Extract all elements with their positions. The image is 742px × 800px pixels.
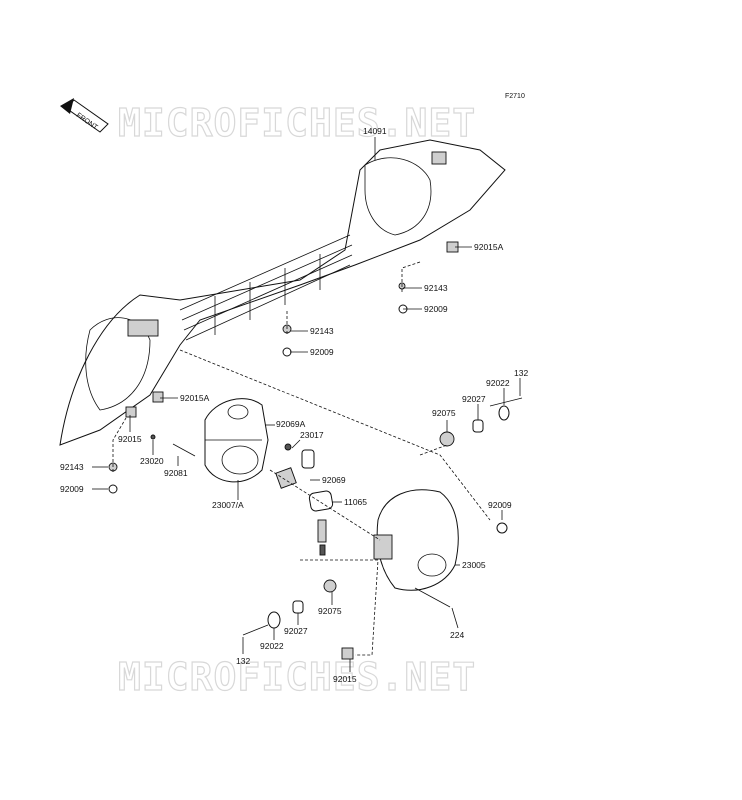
label-23020: 23020 xyxy=(140,456,164,466)
headlight-cover xyxy=(59,139,506,446)
leader-lines xyxy=(92,137,521,672)
headlight-housing-left xyxy=(204,398,269,483)
watermark-top: MICROFICHES.NET xyxy=(118,101,476,145)
connector xyxy=(317,519,327,543)
label-92009-far: 92009 xyxy=(488,500,512,510)
bulb-assembly xyxy=(275,443,334,556)
bulb-23017 xyxy=(301,449,315,469)
label-92015a-top: 92015A xyxy=(474,242,504,252)
label-92143-left: 92143 xyxy=(60,462,84,472)
label-92143-mid: 92143 xyxy=(310,326,334,336)
label-92075-bot: 92075 xyxy=(318,606,342,616)
label-23017: 23017 xyxy=(300,430,324,440)
grille-slats xyxy=(179,234,353,341)
label-92027-bot: 92027 xyxy=(284,626,308,636)
label-92143-right: 92143 xyxy=(424,283,448,293)
hardware xyxy=(108,241,523,660)
label-14091: 14091 xyxy=(363,126,387,136)
label-92069: 92069 xyxy=(322,475,346,485)
label-92009-right: 92009 xyxy=(424,304,448,314)
label-92015a-left: 92015A xyxy=(180,393,210,403)
label-92069a: 92069A xyxy=(276,419,306,429)
label-132-top: 132 xyxy=(514,368,528,378)
label-224: 224 xyxy=(450,630,464,640)
label-23005: 23005 xyxy=(462,560,486,570)
clip-top xyxy=(431,151,447,165)
label-92022-top: 92022 xyxy=(486,378,510,388)
label-92015-left: 92015 xyxy=(118,434,142,444)
label-92022-bot: 92022 xyxy=(260,641,284,651)
label-92009-left: 92009 xyxy=(60,484,84,494)
label-92009-mid: 92009 xyxy=(310,347,334,357)
label-11065: 11065 xyxy=(344,497,367,507)
front-arrow-icon: FRONT xyxy=(60,98,109,133)
clip-left xyxy=(127,319,159,337)
socket-11065 xyxy=(308,490,334,512)
headlight-housing-right xyxy=(373,489,459,591)
label-92015-bot: 92015 xyxy=(333,674,357,684)
label-92081: 92081 xyxy=(164,468,188,478)
watermark-bottom: MICROFICHES.NET xyxy=(118,655,476,699)
label-23007a: 23007/A xyxy=(212,500,244,510)
label-132-bot: 132 xyxy=(236,656,250,666)
label-92027-top: 92027 xyxy=(462,394,486,404)
part-labels: 14091 92015A 92143 92009 92143 92009 132… xyxy=(60,126,528,684)
label-92075-top: 92075 xyxy=(432,408,456,418)
reference-code: F2710 xyxy=(505,93,525,100)
